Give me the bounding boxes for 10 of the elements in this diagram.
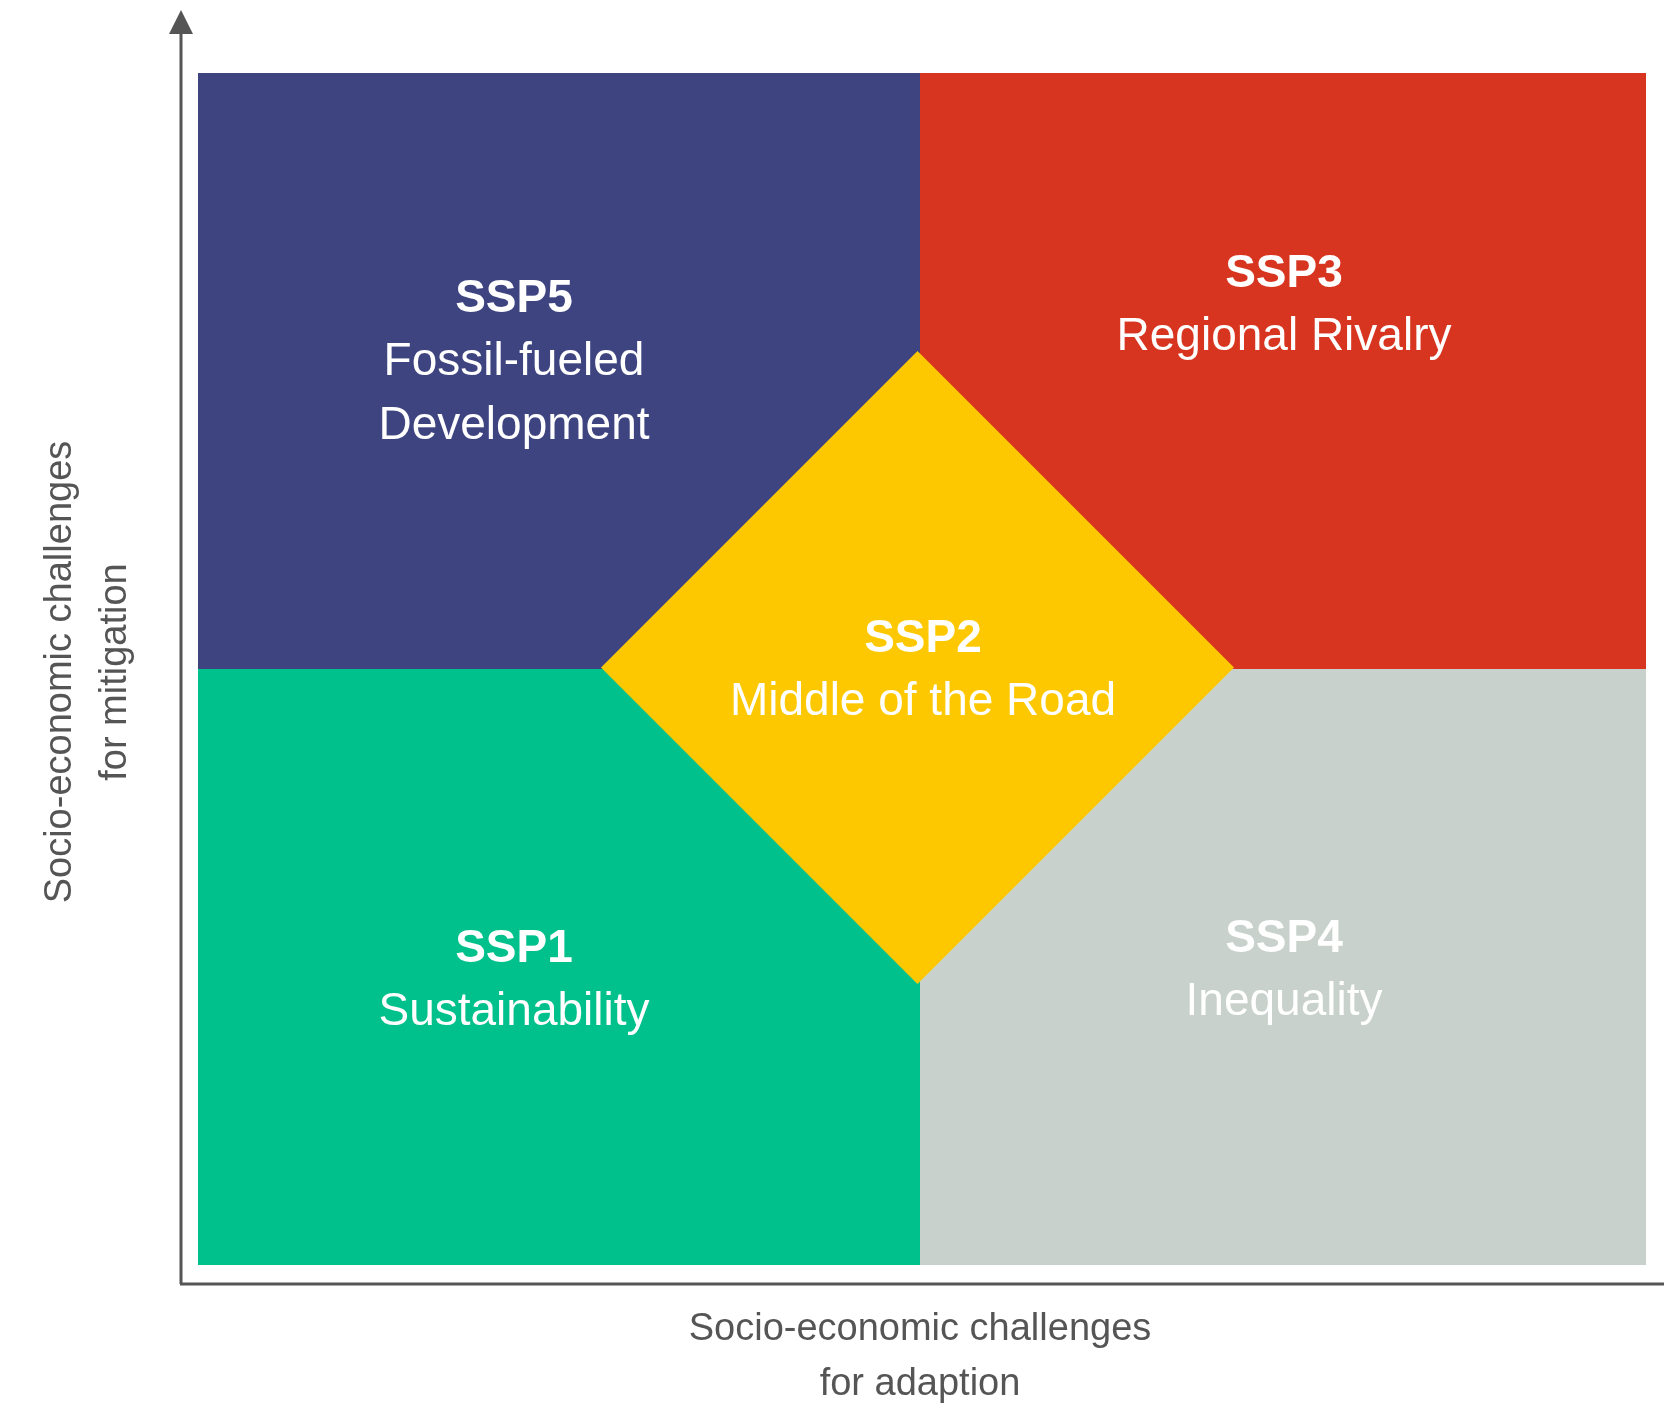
scenario-code: SSP1 [454,919,574,974]
scenario-code: SSP2 [863,609,983,664]
scenario-name: Sustainability [377,982,651,1037]
scenario-name: Middle of the Road [728,672,1118,727]
scenario-name: Fossil-fueled Development [377,332,651,451]
axis-label: Socio-economic challenges for mitigation [36,439,135,906]
axis-label: Socio-economic challenges for adaption [687,1305,1153,1405]
scenario-code: SSP3 [1224,244,1344,299]
scenario-name: Regional Rivalry [1115,307,1453,362]
scenario-code: SSP5 [454,269,574,324]
